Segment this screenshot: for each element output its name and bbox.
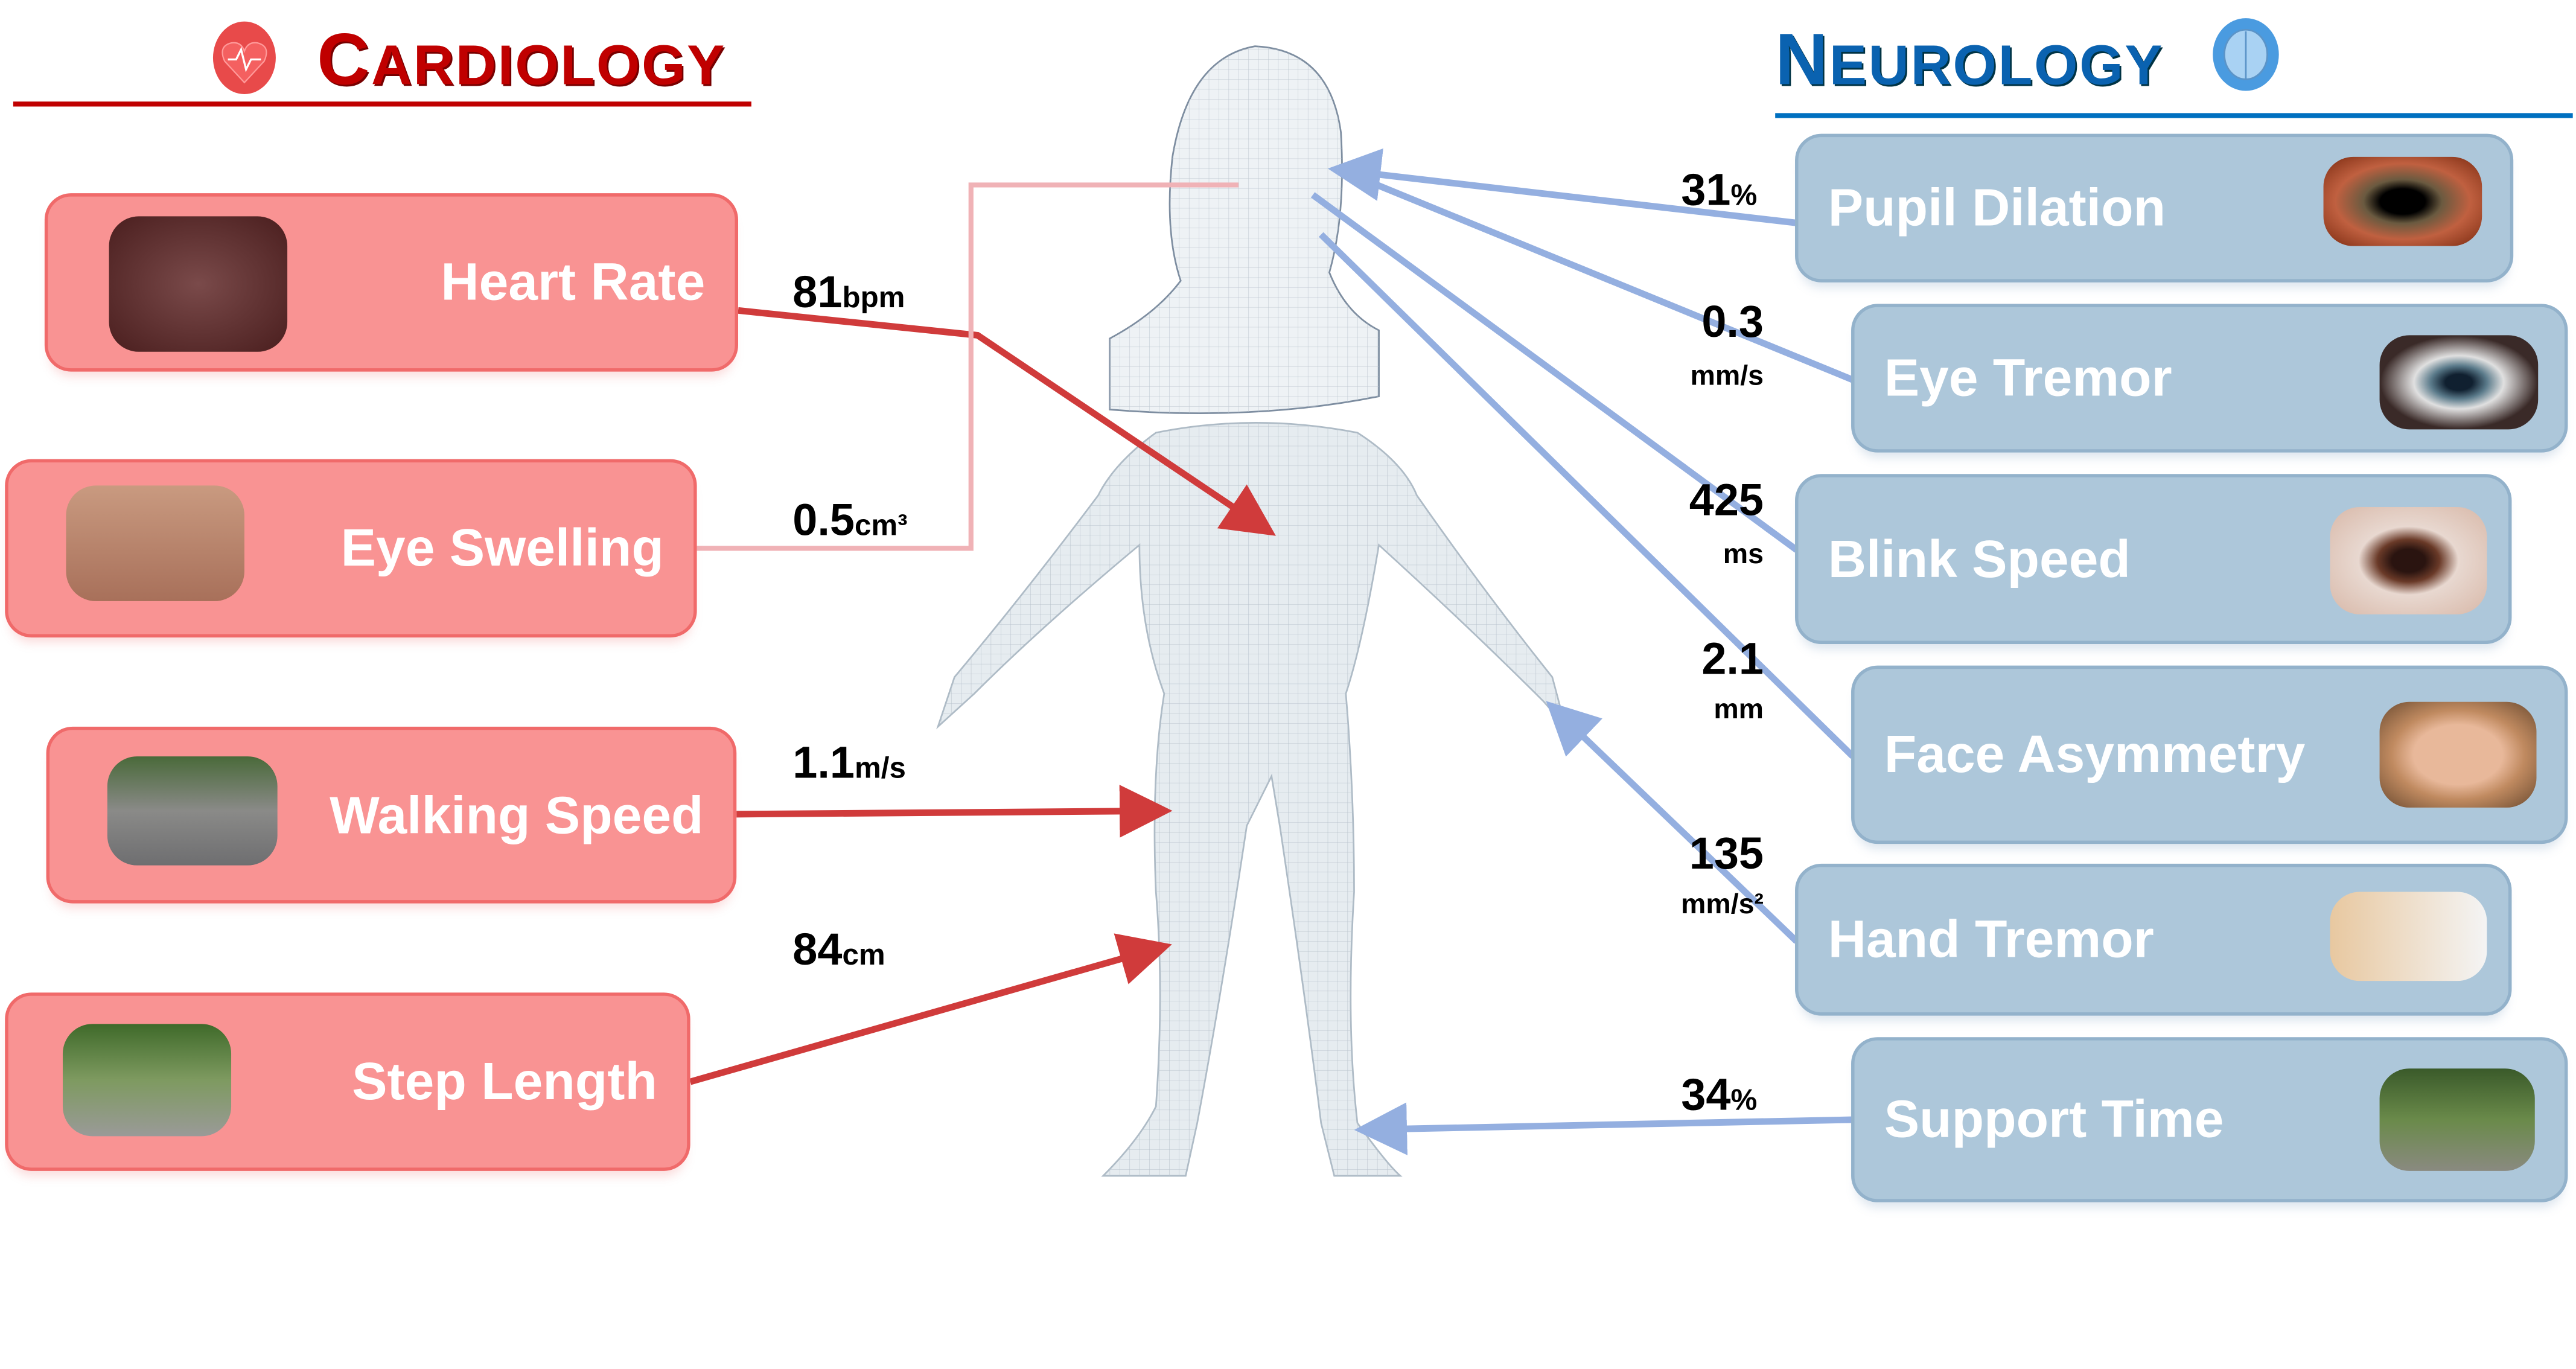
walking-feet-image [107, 756, 278, 866]
card-blink-speed: Blink Speed [1795, 474, 2512, 645]
blink-image [2330, 506, 2487, 614]
hand-tremor-unit: mm/s² [1681, 888, 1764, 920]
card-label: Step Length [352, 1051, 657, 1111]
walking-speed-value: 1.1m/s [792, 738, 906, 788]
card-eye-tremor: Eye Tremor [1851, 304, 2568, 453]
step-length-value: 84cm [792, 925, 885, 975]
card-label: Walking Speed [330, 784, 704, 844]
support-time-value: 34% [1681, 1070, 1758, 1120]
neurology-title: NEUROLOGY [1775, 19, 2164, 101]
body-model [936, 422, 1567, 1177]
card-eye-swelling: Eye Swelling [5, 459, 697, 638]
heart-image [109, 216, 288, 352]
swollen-eye-image [66, 485, 244, 601]
card-face-asymmetry: Face Asymmetry [1851, 665, 2568, 844]
cardiology-title: CARDIOLOGY [317, 19, 726, 101]
eye-swelling-value: 0.5cm³ [792, 495, 908, 545]
card-heart-rate: Heart Rate [44, 193, 738, 372]
brain-icon [2213, 18, 2279, 91]
pupil-dilation-connector [1327, 148, 1797, 226]
heart-rate-value: 81bpm [792, 267, 905, 318]
card-walking-speed: Walking Speed [46, 726, 737, 904]
card-support-time: Support Time [1851, 1037, 2568, 1202]
card-label: Heart Rate [441, 252, 706, 311]
card-label: Eye Tremor [1884, 347, 2172, 407]
card-label: Hand Tremor [1828, 909, 2154, 969]
pupil-dilation-value: 31% [1681, 165, 1758, 215]
card-label: Eye Swelling [340, 517, 664, 578]
blink-speed-unit: ms [1723, 538, 1764, 570]
step-image [62, 1024, 232, 1137]
head-model [1109, 45, 1380, 414]
card-pupil-dilation: Pupil Dilation [1795, 133, 2514, 282]
face-asymmetry-value: 2.1 [1701, 634, 1764, 684]
support-time-connector [1354, 1102, 1853, 1155]
heart-rate-connector [738, 307, 1276, 536]
eye-tremor-value: 0.3 [1701, 297, 1764, 347]
hand-tremor-value: 135 [1689, 829, 1764, 879]
face-image [2379, 701, 2537, 808]
face-asymmetry-unit: mm [1714, 694, 1764, 726]
card-label: Blink Speed [1828, 528, 2131, 589]
eye-image [2379, 335, 2539, 430]
blink-speed-connector [1310, 192, 1799, 553]
pupil-image [2323, 156, 2482, 246]
heart-pulse-icon [212, 21, 276, 94]
face-asymmetry-connector [1318, 232, 1855, 759]
walking-speed-connector [736, 785, 1173, 838]
step-length-connector [689, 933, 1172, 1085]
blink-speed-value: 425 [1689, 475, 1764, 526]
card-step-length: Step Length [5, 992, 690, 1171]
foot-image [2379, 1068, 2535, 1171]
card-hand-tremor: Hand Tremor [1795, 863, 2512, 1016]
card-label: Pupil Dilation [1828, 177, 2166, 237]
eye-tremor-connector [1339, 167, 1854, 383]
eye-tremor-unit: mm/s [1690, 360, 1764, 392]
card-label: Support Time [1884, 1089, 2224, 1149]
hand-image [2330, 892, 2487, 981]
eye-swelling-connector [697, 182, 1239, 551]
hand-tremor-connector [1546, 701, 1799, 944]
card-label: Face Asymmetry [1884, 724, 2306, 784]
